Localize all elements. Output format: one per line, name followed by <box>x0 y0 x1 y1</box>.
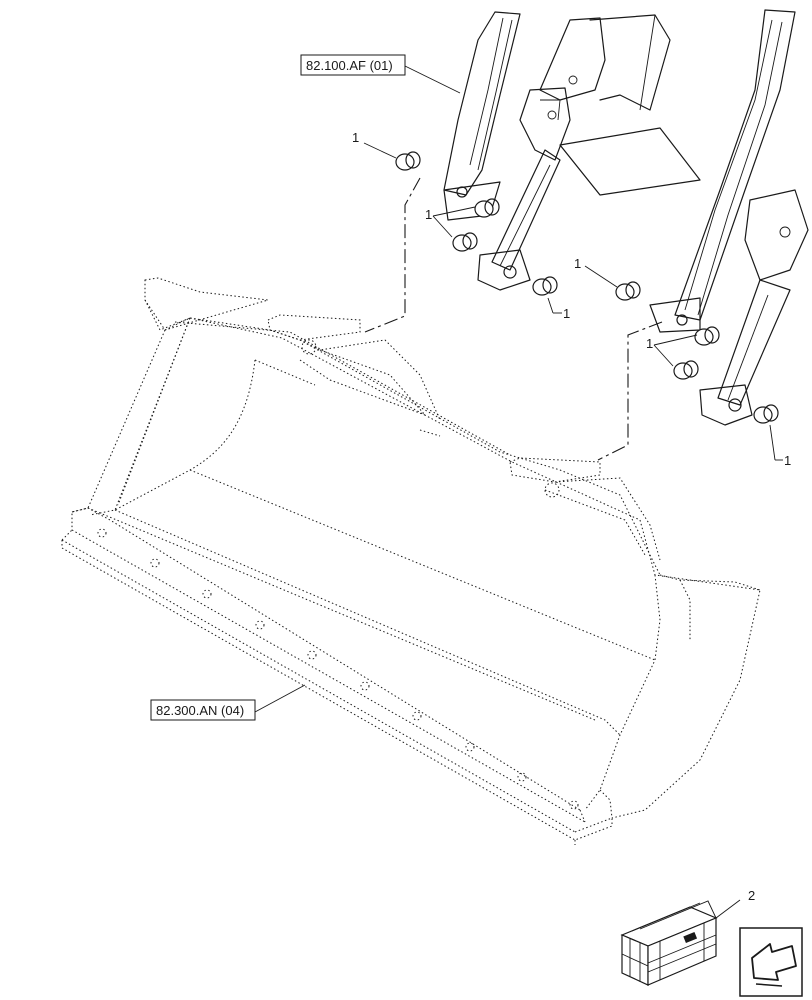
loader-arm-left <box>443 11 701 291</box>
bushing <box>673 360 699 380</box>
ref-label-text: 82.100.AF (01) <box>306 58 393 73</box>
bushing <box>395 151 421 171</box>
callout-number: 1 <box>784 453 791 468</box>
ref-label-bucket[interactable]: 82.300.AN (04) <box>150 684 306 721</box>
loader-arm-right <box>649 9 809 426</box>
callout-number: 1 <box>352 130 359 145</box>
navigation-arrow-icon[interactable] <box>739 927 803 997</box>
bushing <box>532 276 558 296</box>
callout-number: 1 <box>563 306 570 321</box>
bushing <box>615 281 641 301</box>
callout-leaders <box>363 142 783 461</box>
bushing <box>753 404 779 424</box>
bushing-parts <box>395 151 779 424</box>
callout-number: 1 <box>574 256 581 271</box>
bushing <box>474 198 500 218</box>
callout-number: 2 <box>748 888 755 903</box>
ref-label-loader-arm[interactable]: 82.100.AF (01) <box>300 54 461 94</box>
ref-label-text: 82.300.AN (04) <box>156 703 244 718</box>
bushing <box>694 326 720 346</box>
bushing <box>452 232 478 252</box>
crate-kit <box>620 899 741 986</box>
callout-number: 1 <box>646 336 653 351</box>
bucket <box>61 277 761 845</box>
callout-number: 1 <box>425 207 432 222</box>
alignment-lines <box>364 177 663 461</box>
